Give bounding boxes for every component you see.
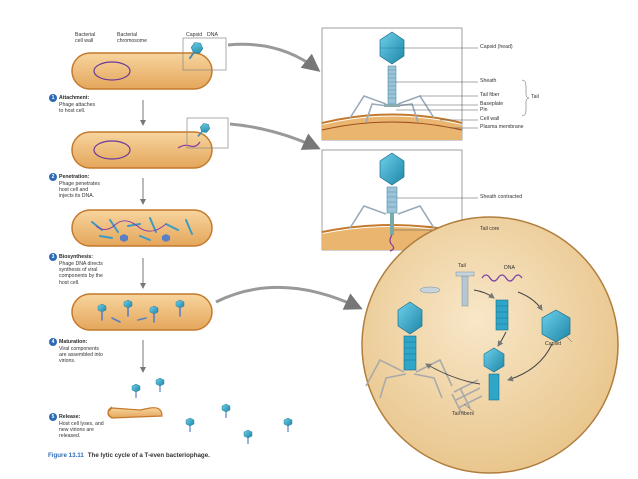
- label-plasma-membrane: Plasma membrane: [480, 124, 524, 130]
- label-sheath-contracted: Sheath contracted: [480, 194, 523, 200]
- step-description: Phage DNA directs synthesis of viral com…: [59, 261, 103, 286]
- step-title: Penetration:: [59, 173, 90, 180]
- step-number: 2: [49, 173, 57, 181]
- cell-maturation: [71, 293, 213, 331]
- label-tail-core: Tail core: [480, 226, 500, 232]
- cell-penetration: [71, 117, 229, 169]
- label-sheath: Sheath: [480, 78, 497, 84]
- label-circle-tail: Tail: [458, 263, 466, 269]
- step-title: Attachment:: [59, 94, 90, 101]
- label-pin: Pin: [480, 106, 488, 113]
- cell-biosynthesis: [71, 209, 213, 247]
- label-circle-dna: DNA: [504, 265, 515, 271]
- step-description: Phage attaches to host cell.: [59, 102, 96, 115]
- label-capsid: Capsid: [186, 32, 203, 38]
- label-dna: DNA: [207, 32, 218, 38]
- step-number: 5: [49, 413, 57, 421]
- step-title: Maturation:: [59, 338, 88, 345]
- step-number: 4: [49, 338, 57, 346]
- label-tail-fiber: Tail fiber: [480, 92, 500, 98]
- step-title: Biosynthesis:: [59, 253, 94, 260]
- assembly-circle: [361, 216, 619, 474]
- figure-title: The lytic cycle of a T-even bacteriophag…: [87, 452, 210, 459]
- label-capsid-head: Capsid (head): [480, 44, 513, 50]
- cell-attachment: [71, 37, 227, 90]
- label-tail: Tail: [531, 94, 539, 100]
- step-number: 3: [49, 253, 57, 261]
- step-description: Phage penetrates host cell and injects i…: [59, 181, 100, 200]
- label-baseplate: Baseplate: [480, 101, 504, 107]
- figure-number: Figure 13.11: [48, 452, 84, 459]
- step-title: Release:: [59, 413, 81, 420]
- label-bacterial-chromosome: Bacterial chromosome: [117, 32, 147, 44]
- label-cell-wall: Cell wall: [480, 116, 500, 122]
- label-circle-tail-fibers: Tail fibers: [452, 411, 474, 417]
- cell-release: [107, 377, 293, 444]
- label-circle-capsid: Capsid: [545, 341, 562, 347]
- label-bacterial-cell-wall: Bacterial cell wall: [75, 32, 96, 44]
- step-number: 1: [49, 94, 57, 102]
- detail-panel-attachment: [321, 27, 530, 141]
- step-description: Viral components are assembled into viri…: [59, 346, 103, 365]
- step-description: Host cell lyses, and new virions are rel…: [59, 421, 104, 440]
- zoom-arrows: [215, 42, 363, 310]
